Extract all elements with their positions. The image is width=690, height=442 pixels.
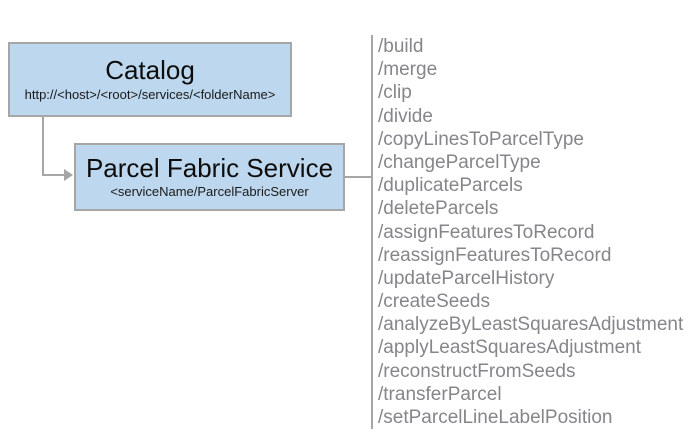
endpoint-item: /setParcelLineLabelPosition — [378, 407, 613, 428]
endpoint-item: /duplicateParcels — [378, 175, 523, 197]
endpoint-item: /reconstructFromSeeds — [378, 360, 576, 382]
endpoint-item: /divide — [378, 105, 433, 127]
endpoint-item: /merge — [378, 59, 438, 81]
endpoints-divider-line — [371, 35, 373, 429]
catalog-node: Catalog http://<host>/<root>/services/<f… — [8, 42, 292, 117]
connector-catalog-horizontal — [42, 174, 66, 176]
endpoint-item: /reassignFeaturesToRecord — [378, 244, 612, 266]
endpoint-item: /analyzeByLeastSquaresAdjustment — [378, 314, 684, 336]
endpoints-list: /build/merge/clip/divide/copyLinesToParc… — [378, 35, 688, 429]
endpoint-item: /updateParcelHistory — [378, 267, 555, 289]
service-url-pattern: <serviceName/ParcelFabricServer — [110, 184, 309, 200]
service-title: Parcel Fabric Service — [85, 152, 334, 183]
endpoint-item: /createSeeds — [378, 291, 490, 313]
endpoint-item: /assignFeaturesToRecord — [378, 221, 595, 243]
endpoint-item: /clip — [378, 82, 412, 104]
endpoint-item: /transferParcel — [378, 383, 502, 405]
connector-service-to-endpoints — [345, 176, 372, 178]
endpoint-item: /deleteParcels — [378, 198, 499, 220]
catalog-title: Catalog — [105, 55, 195, 86]
catalog-url-pattern: http://<host>/<root>/services/<folderNam… — [24, 86, 276, 102]
endpoint-item: /build — [378, 36, 424, 57]
endpoint-item: /copyLinesToParcelType — [378, 128, 584, 150]
endpoint-item: /changeParcelType — [378, 151, 541, 173]
endpoint-item: /applyLeastSquaresAdjustment — [378, 337, 641, 359]
parcel-fabric-service-node: Parcel Fabric Service <serviceName/Parce… — [74, 143, 345, 211]
connector-catalog-vertical — [42, 117, 44, 176]
arrowhead-icon — [64, 169, 73, 181]
